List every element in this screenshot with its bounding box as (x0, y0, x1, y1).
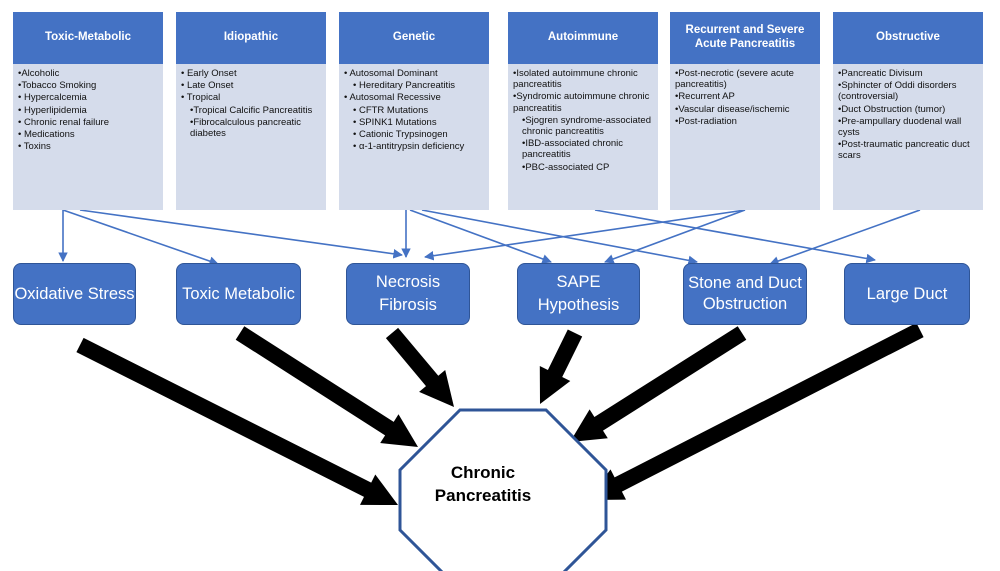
category-item: • Hyperlipidemia (18, 104, 87, 116)
category-item: • Late Onset (181, 80, 234, 92)
center-label: Chronic Pancreatitis (434, 463, 532, 505)
mechanism-sape-hypothesis: SAPE Hypothesis (517, 263, 640, 325)
category-item: • Cationic Trypsinogen (353, 129, 448, 141)
category-item: •Tropical Calcific Pancreatitis (190, 104, 313, 116)
category-item: •Recurrent AP (675, 91, 735, 103)
category-item: •Sphincter of Oddi disorders (controvers… (838, 80, 957, 103)
connector-arrow (604, 209, 746, 264)
category-items: • Early Onset• Late Onset• Tropical•Trop… (176, 64, 326, 210)
category-item: • Early Onset (181, 68, 237, 79)
mechanism-oxidative-stress: Oxidative Stress (13, 263, 136, 325)
category-title: Autoimmune (508, 12, 658, 64)
big-arrow (539, 329, 583, 404)
category-item: • Toxins (18, 141, 51, 153)
connector-arrow (79, 209, 403, 259)
category-toxic-metabolic: Toxic-Metabolic •Alcoholic•Tobacco Smoki… (13, 12, 163, 210)
mechanism-necrosis-fibrosis: Necrosis Fibrosis (346, 263, 470, 325)
category-item: • SPINK1 Mutations (353, 116, 437, 128)
category-item: •Post-necrotic (severe acute pancreatiti… (675, 68, 794, 91)
category-item: •Tobacco Smoking (18, 80, 97, 92)
category-item: •Pre-ampullary duodenal wall cysts (838, 115, 962, 139)
category-genetic: Genetic • Autosomal Dominant• Hereditary… (339, 12, 489, 210)
mechanism-large-duct: Large Duct (844, 263, 970, 325)
category-item: • Hereditary Pancreatitis (353, 80, 456, 92)
category-title: Obstructive (833, 12, 983, 64)
category-obstructive: Obstructive •Pancreatic Divisum•Sphincte… (833, 12, 983, 210)
category-items: • Autosomal Dominant• Hereditary Pancrea… (339, 64, 489, 210)
category-idiopathic: Idiopathic • Early Onset• Late Onset• Tr… (176, 12, 326, 210)
category-item: • α-1-antitrypsin deficiency (353, 141, 465, 153)
category-item: • Tropical (181, 92, 221, 104)
connector-arrow (424, 209, 746, 261)
connector-arrow (409, 209, 552, 264)
category-item: •Fibrocalculous pancreatic diabetes (190, 116, 302, 140)
mechanism-toxic-metabolic: Toxic Metabolic (176, 263, 301, 325)
category-item: •Vascular disease/ischemic (675, 103, 790, 115)
big-arrow (588, 322, 924, 500)
connector-arrow (769, 209, 921, 266)
category-item: • Chronic renal failure (18, 116, 109, 128)
category-items: •Pancreatic Divisum•Sphincter of Oddi di… (833, 64, 983, 210)
connector-arrow (62, 209, 219, 266)
connector-arrow (421, 209, 698, 266)
category-item: • Hypercalcemia (18, 92, 87, 104)
category-items: •Post-necrotic (severe acute pancreatiti… (670, 64, 820, 210)
category-item: •Syndromic autoimmune chronic pancreatit… (513, 91, 650, 114)
category-item: • Autosomal Recessive (344, 92, 441, 104)
category-item: • Medications (18, 129, 75, 141)
category-autoimmune: Autoimmune •Isolated autoimmune chronic … (508, 12, 658, 210)
category-item: •Sjogren syndrome-associated chronic pan… (522, 114, 652, 138)
category-item: •Post-radiation (675, 115, 737, 127)
category-item: •Post-traumatic pancreatic duct scars (838, 139, 970, 162)
category-item: •PBC-associated CP (522, 161, 610, 173)
category-item: •IBD-associated chronic pancreatitis (522, 138, 624, 161)
category-title: Genetic (339, 12, 489, 64)
category-item: •Alcoholic (18, 68, 60, 79)
category-items: •Isolated autoimmune chronic pancreatiti… (508, 64, 658, 210)
big-arrow (76, 337, 399, 505)
category-recurrent-severe-acute: Recurrent and Severe Acute Pancreatitis … (670, 12, 820, 210)
big-arrow (235, 326, 418, 447)
category-item: •Isolated autoimmune chronic pancreatiti… (513, 68, 638, 91)
category-title: Recurrent and Severe Acute Pancreatitis (670, 12, 820, 64)
category-item: •Pancreatic Divisum (838, 68, 923, 79)
mechanism-stone-duct-obstruction: Stone and Duct Obstruction (683, 263, 807, 325)
connector-arrow (594, 209, 876, 264)
category-item: • Autosomal Dominant (344, 68, 438, 79)
category-item: • CFTR Mutations (353, 104, 429, 116)
category-item: •Duct Obstruction (tumor) (838, 103, 946, 115)
big-arrow (570, 326, 747, 442)
category-title: Toxic-Metabolic (13, 12, 163, 64)
big-arrow (385, 327, 454, 407)
category-items: •Alcoholic•Tobacco Smoking• Hypercalcemi… (13, 64, 163, 210)
category-title: Idiopathic (176, 12, 326, 64)
center-octagon (398, 408, 608, 571)
